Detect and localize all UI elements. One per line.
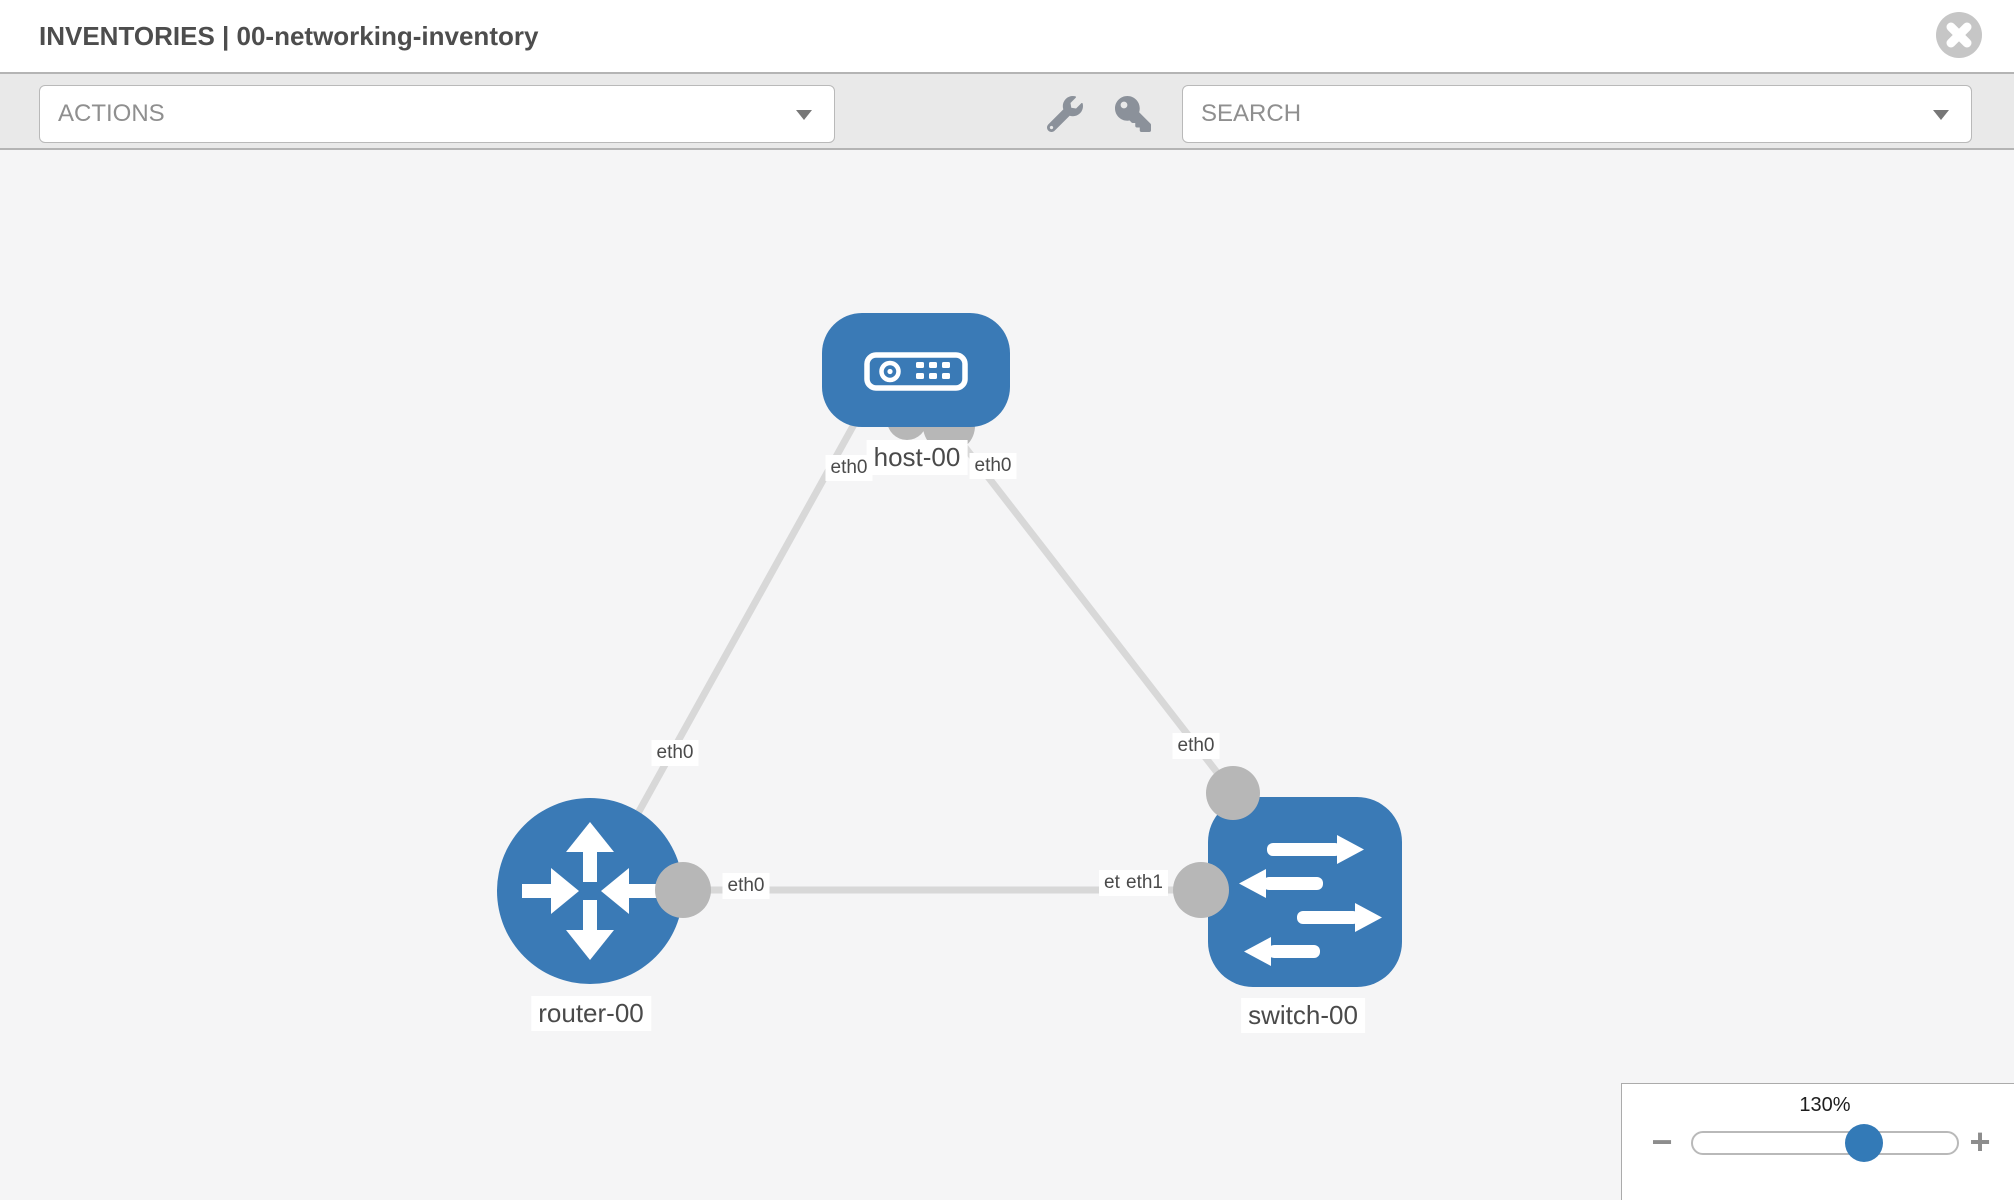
interface-label: eth0 xyxy=(969,453,1017,479)
switch-node[interactable] xyxy=(1208,797,1402,987)
actions-dropdown-label: ACTIONS xyxy=(58,100,165,127)
header: INVENTORIES | 00-networking-inventory xyxy=(0,0,2014,72)
zoom-slider-handle[interactable] xyxy=(1845,1124,1883,1162)
interface-label: eth0 xyxy=(825,455,873,481)
zoom-in-button[interactable]: + xyxy=(1969,1121,1991,1162)
chevron-down-icon xyxy=(1933,110,1949,120)
circle-x-icon xyxy=(1936,12,1982,58)
interface-label: eth0 xyxy=(722,873,770,899)
interface-endpoint xyxy=(655,862,711,918)
tools-button[interactable] xyxy=(1046,96,1083,133)
page-title: INVENTORIES | 00-networking-inventory xyxy=(39,21,539,51)
interface-label: eth0 xyxy=(1172,733,1220,759)
switch-icon xyxy=(1239,835,1382,966)
credentials-button[interactable] xyxy=(1115,96,1151,132)
toolbar: ACTIONS SEARCH xyxy=(0,72,2014,150)
node-label-router: router-00 xyxy=(531,996,651,1031)
zoom-level: 130% xyxy=(1799,1094,1851,1116)
zoom-slider[interactable] xyxy=(1691,1131,1959,1155)
interface-endpoint xyxy=(1173,862,1229,918)
host-node[interactable] xyxy=(822,313,1010,427)
key-icon xyxy=(1115,96,1151,132)
zoom-control-panel: 130% − + xyxy=(1621,1083,2014,1200)
node-label-host: host-00 xyxy=(866,440,968,475)
actions-dropdown[interactable]: ACTIONS xyxy=(39,85,835,143)
search-dropdown[interactable]: SEARCH xyxy=(1182,85,1972,143)
host-icon xyxy=(864,352,968,391)
chevron-down-icon xyxy=(796,110,812,120)
interface-label: eth1 xyxy=(1121,870,1168,896)
interface-label: eth0 xyxy=(651,740,699,766)
wrench-icon xyxy=(1046,96,1083,133)
router-icon xyxy=(522,822,660,960)
link-host-switch xyxy=(944,421,1236,796)
zoom-out-button[interactable]: − xyxy=(1651,1121,1673,1162)
search-dropdown-label: SEARCH xyxy=(1201,100,1302,127)
router-node[interactable] xyxy=(497,798,683,984)
node-label-switch: switch-00 xyxy=(1241,998,1365,1033)
close-button[interactable] xyxy=(1936,12,1982,58)
interface-endpoint xyxy=(1206,766,1260,820)
